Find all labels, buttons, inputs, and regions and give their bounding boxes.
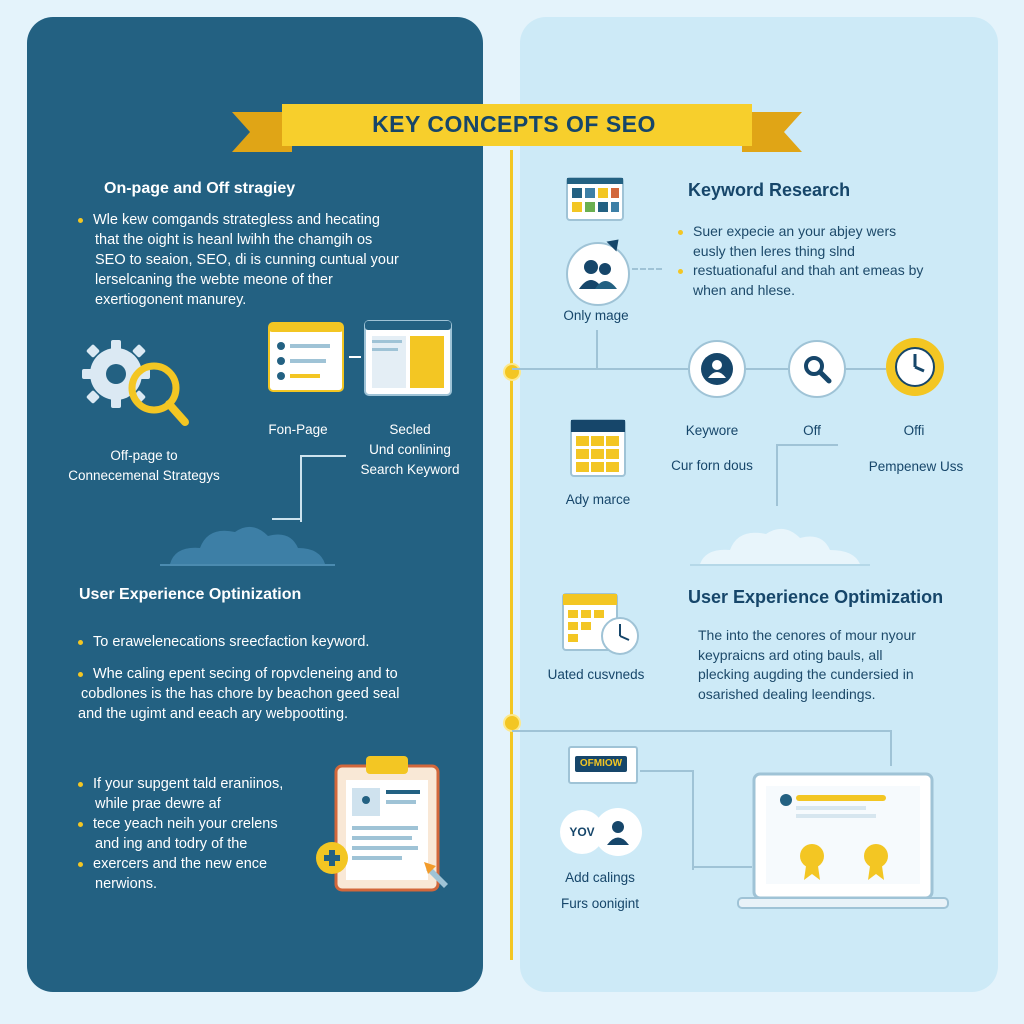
ux-bullet-1: To erawelenecations sreecfaction keyword… xyxy=(78,632,478,652)
bullet-icon xyxy=(78,861,83,867)
connector-line xyxy=(272,518,302,520)
connector-line xyxy=(596,330,598,368)
cloud-icon xyxy=(690,528,870,566)
tips-text: If your supgent tald eraniinos, while pr… xyxy=(78,774,318,894)
bullet-icon xyxy=(678,229,683,235)
circle-sub-1: Cur forn dous xyxy=(671,458,753,473)
connector-line xyxy=(512,368,688,370)
dashboard-icon xyxy=(566,177,624,221)
clipboard-icon xyxy=(316,756,448,892)
cloud-icon xyxy=(160,526,335,566)
circle-label-1: Keywore xyxy=(685,423,739,438)
keyword-research-heading: Keyword Research xyxy=(688,180,851,200)
clock-circle xyxy=(886,338,944,396)
connector-line xyxy=(640,770,694,870)
ux-heading-right: User Experience Optimization xyxy=(688,587,944,607)
badge-label: OFMIOW xyxy=(575,756,627,772)
offpage-label: Off-page to Connecemenal Strategys xyxy=(68,448,220,483)
connector-line xyxy=(842,368,886,370)
connector-line xyxy=(744,368,788,370)
bullet-icon xyxy=(78,781,83,787)
user-icon xyxy=(607,821,629,845)
ux-text-right: The into the cenores of mour nyour keypr… xyxy=(698,627,916,702)
bullet-icon xyxy=(678,268,683,274)
gear-magnifier-icon xyxy=(82,340,189,426)
title-ribbon xyxy=(232,104,802,152)
circle-label-2: Off xyxy=(803,423,821,438)
connector-line xyxy=(776,444,838,506)
ady-marce-label: Ady marce xyxy=(565,492,631,507)
uated-label: Uated cusvneds xyxy=(547,667,645,682)
ux-bullet-2: Whe caling epent secing of ropvcleneing … xyxy=(78,666,400,722)
arrow-connector xyxy=(349,356,361,358)
search-circle xyxy=(788,340,846,398)
connector-line xyxy=(632,268,662,270)
only-mage-label: Only mage xyxy=(563,308,629,323)
clock-icon xyxy=(895,347,935,387)
profile-circle xyxy=(594,808,642,856)
timeline-line xyxy=(510,150,513,960)
user-circle xyxy=(688,340,746,398)
connector-line xyxy=(512,730,892,766)
circle-sub-3: Pempenew Uss xyxy=(868,459,964,474)
circle-label-3: Offi xyxy=(903,423,925,438)
connector-line xyxy=(300,455,346,522)
fonpage-label: Fon-Page xyxy=(268,422,328,437)
users-circle xyxy=(566,242,630,306)
connector-line xyxy=(692,866,752,868)
ux-heading-left: User Experience Optinization xyxy=(79,586,302,603)
you-text: YOV xyxy=(569,825,595,839)
search-icon xyxy=(804,356,832,384)
onpage-text: Wle kew comgands strategless and hecatin… xyxy=(78,210,458,310)
calendar-icon xyxy=(570,419,626,477)
onpage-heading: On-page and Off stragiey xyxy=(104,180,296,197)
browser-window-icon xyxy=(364,320,452,396)
page-title: KEY CONCEPTS OF SEO xyxy=(372,111,656,137)
bullet-icon xyxy=(78,821,83,827)
bullet-icon xyxy=(78,217,83,223)
users-icon xyxy=(579,260,617,289)
calendar-clock-icon xyxy=(562,593,639,655)
keyword-research-text: Suer expecie an your abjey wers eusly th… xyxy=(678,222,978,300)
secled-label: Secled Und conlining Search Keyword xyxy=(360,422,460,477)
user-icon xyxy=(701,353,733,385)
laptop-icon xyxy=(737,772,949,909)
checklist-window-icon xyxy=(268,322,344,392)
timeline-dot xyxy=(503,363,521,381)
bullet-icon xyxy=(78,639,83,645)
bullet-icon xyxy=(78,671,83,677)
add-calings-label: Add calings Furs oonigint xyxy=(560,870,640,911)
